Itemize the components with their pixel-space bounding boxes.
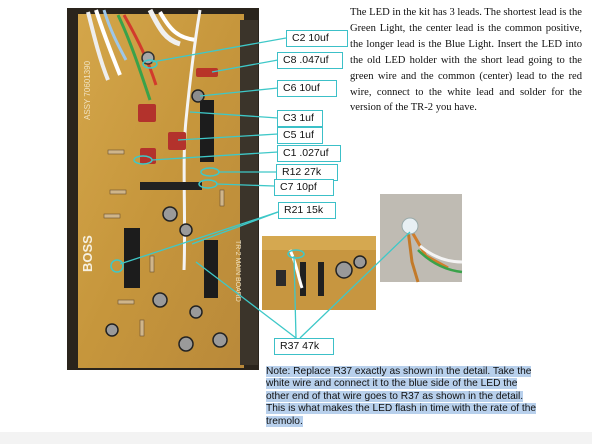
callout-c3: C3 1uf (277, 110, 323, 127)
silkscreen-assy: ASSY 70601390 (83, 60, 92, 120)
capacitor (105, 323, 119, 337)
capacitor (162, 206, 178, 222)
ic-chip (140, 182, 202, 190)
callout-c7: C7 10pf (274, 179, 334, 196)
note-paragraph: Note: Replace R37 exactly as shown in th… (266, 366, 538, 428)
note-highlight: Note: Replace R37 exactly as shown in th… (266, 366, 537, 427)
callout-c2: C2 10uf (286, 30, 348, 47)
callout-c8: C8 .047uf (277, 52, 343, 69)
ic-chip (200, 100, 214, 162)
callout-r37: R37 47k (274, 338, 334, 355)
capacitor (179, 223, 193, 237)
detail-photo-led (380, 194, 463, 283)
silkscreen-brand: BOSS (80, 235, 95, 272)
silkscreen-model: TR-2 MAIN BOARD (234, 240, 241, 302)
ic-chip (204, 240, 218, 298)
callout-r12: R12 27k (276, 164, 338, 181)
bottom-bar (0, 432, 592, 444)
capacitor (212, 332, 228, 348)
capacitor (152, 292, 168, 308)
detail-photo-r37 (262, 236, 376, 310)
leader-lines (119, 37, 411, 339)
ic-chip (124, 228, 140, 288)
callout-c1: C1 .027uf (277, 145, 341, 162)
callout-c6: C6 10uf (277, 80, 337, 97)
callout-c5: C5 1uf (277, 127, 323, 144)
capacitor (178, 336, 194, 352)
callout-r21: R21 15k (278, 202, 336, 219)
intro-paragraph: The LED in the kit has 3 leads. The shor… (350, 7, 582, 114)
capacitor (189, 305, 203, 319)
